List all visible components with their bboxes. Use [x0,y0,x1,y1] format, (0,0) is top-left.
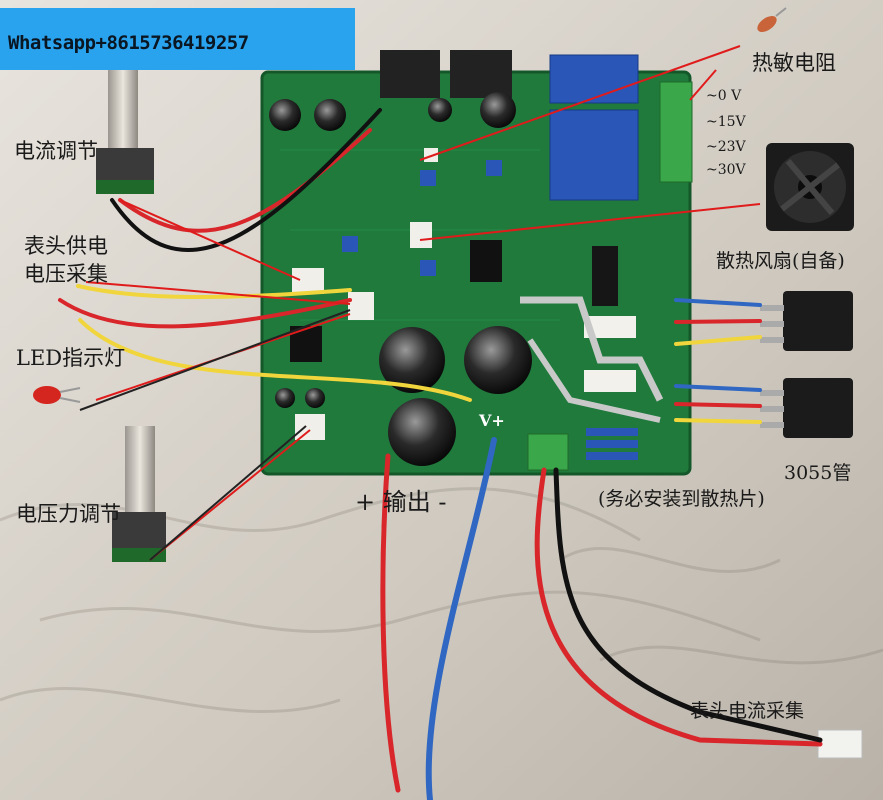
label-meter-current: 表头电流采集 [690,700,805,722]
pcb-board [260,50,693,476]
callout-lines [85,45,761,561]
label-input-0v: ~0 V [706,88,742,104]
wires [58,108,823,800]
thermistor [757,7,787,32]
led [33,386,81,404]
contact-banner: Whatsapp+8615736419257 [0,8,355,70]
label-led: LED指示灯 [16,346,126,370]
label-input-15v: ~15V [706,114,746,130]
label-transistor: 3055管 [784,462,852,484]
label-voltage-adjust: 电压力调节 [16,502,121,526]
meter-current-connector [817,729,863,759]
current-potentiometer [96,58,154,194]
label-meter-power-line1: 表头供电 [24,234,108,258]
contact-text: Whatsapp+8615736419257 [8,32,249,54]
label-output: + 输出 - [355,488,447,516]
transistor-3055-top [760,291,853,351]
transistor-3055-bottom [760,378,853,438]
label-thermistor: 热敏电阻 [752,51,836,75]
label-current-adjust: 电流调节 [14,139,98,163]
label-input-23v: ~23V [706,139,746,155]
label-fan: 散热风扇(自备) [716,250,845,272]
background-pattern [0,487,883,714]
voltage-potentiometer [112,426,166,562]
label-input-30v: ~30V [706,162,746,178]
label-meter-power-line2: 电压采集 [24,262,108,286]
cooling-fan [766,143,854,231]
label-heatsink-note: (务必安装到散热片) [598,488,765,510]
label-vplus: V+ [479,411,505,430]
